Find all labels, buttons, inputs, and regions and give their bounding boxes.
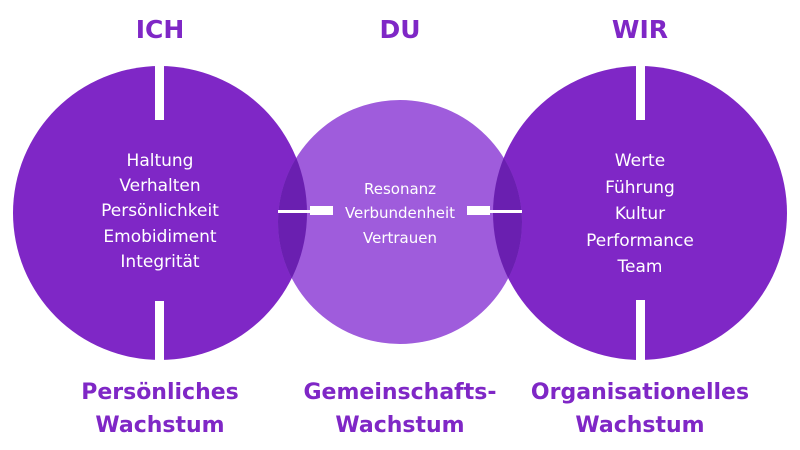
captions: Persönliches Wachstum Gemeinschafts- Wac… xyxy=(81,380,749,438)
circle-wir xyxy=(493,66,787,360)
wir-line: Performance xyxy=(586,231,694,251)
divider-ich-bottom xyxy=(155,301,164,363)
caption-wir-line2: Wachstum xyxy=(575,413,704,438)
wir-line: Werte xyxy=(615,151,665,171)
caption-du-line2: Wachstum xyxy=(335,413,464,438)
du-line: Verbundenheit xyxy=(345,204,455,222)
wir-lines: Werte Führung Kultur Performance Team xyxy=(586,151,694,277)
divider-du-right xyxy=(467,206,490,215)
divider-du-right-outer xyxy=(490,210,522,213)
wir-line: Führung xyxy=(605,178,675,198)
divider-ich-top xyxy=(155,66,164,120)
circle-du xyxy=(278,100,522,344)
caption-du-line1: Gemeinschafts- xyxy=(304,380,497,405)
caption-ich-line1: Persönliches xyxy=(81,380,239,405)
title-ich: ICH xyxy=(136,15,185,44)
du-lines: Resonanz Verbundenheit Vertrauen xyxy=(345,180,455,247)
caption-wir-line1: Organisationelles xyxy=(531,380,749,405)
ich-lines: Haltung Verhalten Persönlichkeit Emobidi… xyxy=(101,151,219,272)
ich-line: Persönlichkeit xyxy=(101,201,219,221)
caption-ich-line2: Wachstum xyxy=(95,413,224,438)
wir-line: Kultur xyxy=(615,204,665,224)
divider-wir-bottom xyxy=(636,300,645,362)
ich-line: Integrität xyxy=(120,252,199,272)
ich-line: Haltung xyxy=(127,151,194,171)
ich-line: Emobidiment xyxy=(103,227,217,247)
title-wir: WIR xyxy=(612,15,668,44)
divider-wir-top xyxy=(636,66,645,120)
circle-ich xyxy=(13,66,307,360)
title-du: DU xyxy=(379,15,420,44)
divider-du-left-outer xyxy=(278,210,310,213)
wir-line: Team xyxy=(617,257,663,277)
divider-du-left xyxy=(310,206,333,215)
du-line: Resonanz xyxy=(364,180,436,198)
du-line: Vertrauen xyxy=(363,229,437,247)
ich-line: Verhalten xyxy=(119,176,200,196)
